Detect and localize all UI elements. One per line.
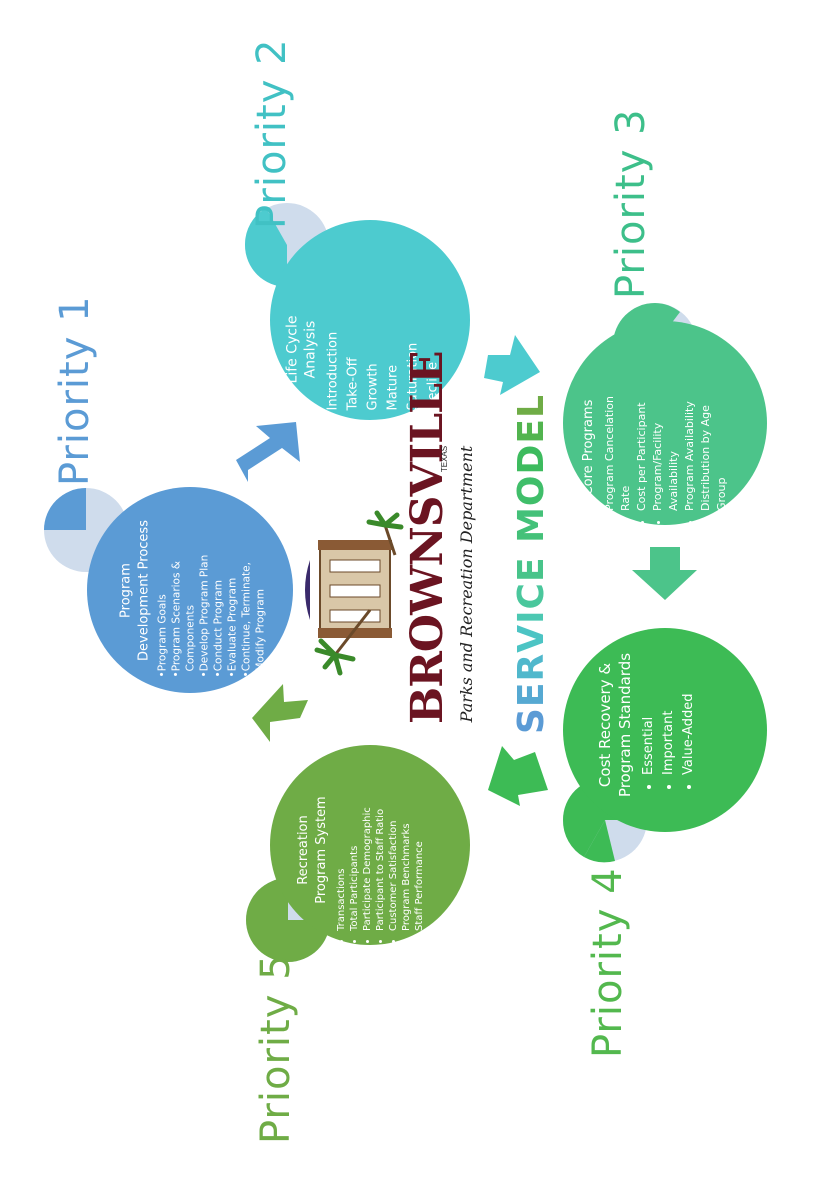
logo-building-illustration [305,513,401,673]
priority-4-title-line1: Cost Recovery & [595,635,615,815]
service-model-letter: R [511,653,552,682]
priority-1-title-line1: Program [118,496,136,686]
service-model-letter [511,543,552,557]
priority-2-title-line1: Life Cycle [284,275,302,425]
priority-5-item: Staff Performance [413,755,426,931]
logo-subtitle: Parks and Recreation Department [455,444,479,724]
service-model-letter: M [511,506,552,543]
priority-1-item: •Program Scenarios & [170,496,184,678]
priority-1-item: •Conduct Program [212,496,226,678]
priority-3-label: Priority 3 [607,119,655,299]
arrow-5-to-1 [252,684,308,742]
priority-5-item: Customer Satisfaction [387,755,400,931]
priority-1-item: •Program Goals [156,496,170,678]
logo-state: TEXAS [438,439,452,479]
service-model-letter: L [511,394,552,418]
priority-1-content: Program Development Process •Program Goa… [118,496,263,686]
priority-1-item: •Develop Program Plan [198,496,212,678]
priority-4-title-line2: Program Standards [615,635,635,815]
priority-5-item: Total Participants [348,755,361,931]
priority-1-item: •Continue, Terminate, [240,496,254,678]
priority-5-item: Transactions [335,755,348,931]
arrow-3-to-4 [632,547,697,600]
priority-3-item: Program Availability Distribution by Age… [682,370,730,511]
priority-2-title-line2: Analysis [302,275,320,425]
service-model-letter: E [511,418,552,444]
service-model-letter: I [511,609,552,623]
arrow-2-to-3 [484,335,540,395]
priority-2-item: Growth [364,275,384,411]
priority-3-item: Cost per Participant [634,370,650,511]
service-model-letter: S [511,707,552,734]
priority-5-title-line2: Program System [313,755,331,945]
priority-4-item: Essential [639,635,659,775]
priority-2-item: Take-Off [344,275,364,411]
priority-3-title-line1: Core Programs [580,370,598,525]
priority-5-title-line1: Recreation [295,755,313,945]
service-model-title: SERVICE MODEL [510,414,554,734]
priority-2-item: Introduction [324,275,344,411]
priority-3-content: Core Programs Program Cancelation Rate C… [580,370,745,525]
priority-5-label: Priority 5 [252,964,300,1144]
service-model-letter: E [511,681,552,707]
arrow-1-to-2 [236,422,300,482]
priority-4-content: Cost Recovery & Program Standards Essent… [595,635,715,815]
priority-1-item: Modify Program [254,496,268,678]
priority-1-item: •Evaluate Program [226,496,240,678]
priority-1-item: Components [184,496,198,678]
service-model-letter: C [511,582,552,609]
priority-5-item: Participant to Staff Ratio [374,755,387,931]
service-model-letter: E [511,556,552,582]
priority-2-item: Mature [384,275,404,411]
priority-2-label: Priority 2 [248,49,296,229]
service-model-letter: O [511,474,552,506]
priority-1-title-line2: Development Process [136,496,154,686]
priority-4-label: Priority 4 [584,878,632,1058]
priority-5-content: Recreation Program System Transactions T… [295,755,445,945]
service-model-letter: D [511,444,552,475]
priority-4-item: Value-Added [679,635,699,775]
priority-4-item: Important [659,635,679,775]
priority-1-label: Priority 1 [51,306,99,486]
priority-5-item: Program Benchmarks [400,755,413,931]
priority-3-item: Program/Facility Availability [650,370,682,511]
priority-3-item: Program Cancelation Rate [602,370,634,511]
arrow-4-to-5 [488,746,548,806]
service-model-letter: V [511,624,552,653]
priority-5-item: Participate Demographic [361,755,374,931]
